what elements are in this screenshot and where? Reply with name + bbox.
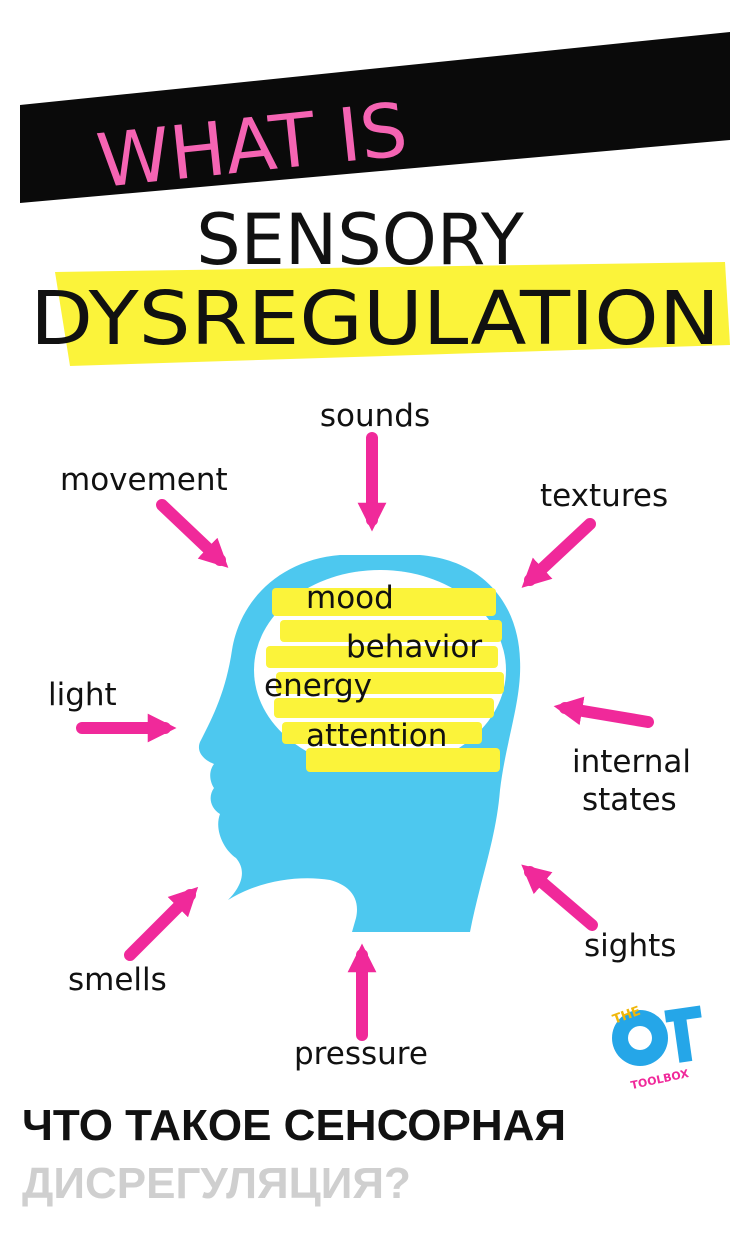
arrow-icon-smells [124, 886, 199, 961]
ot-toolbox-logo: THE TOOLBOX [611, 1004, 702, 1092]
label-states: states [582, 782, 677, 818]
arrow-icon-sights [521, 864, 598, 931]
arrow-icon-internal [553, 696, 654, 728]
word-highlights [266, 588, 504, 772]
head-word-behavior: behavior [346, 629, 482, 665]
highlight-stroke [55, 262, 730, 366]
caption-line1: ЧТО ТАКОЕ СЕНСОРНАЯ [22, 1101, 567, 1150]
label-sounds: sounds [320, 398, 430, 434]
arrow-icon-textures [521, 518, 596, 588]
caption-line2: ДИСРЕГУЛЯЦИЯ? [22, 1159, 411, 1208]
label-movement: movement [60, 462, 228, 498]
label-pressure: pressure [294, 1036, 428, 1072]
head-word-attention: attention [306, 718, 447, 754]
title-banner [20, 32, 730, 203]
label-sights: sights [584, 928, 676, 964]
head-word-mood: mood [306, 580, 394, 616]
head-word-energy: energy [264, 668, 372, 704]
arrow-icon-movement [156, 499, 229, 568]
label-smells: smells [68, 962, 167, 998]
label-textures: textures [540, 478, 668, 514]
label-light: light [48, 677, 117, 713]
logo-bottom: TOOLBOX [630, 1067, 691, 1092]
label-internal: internal [572, 744, 691, 780]
dysregulation-title: DYSREGULATION [30, 276, 720, 362]
